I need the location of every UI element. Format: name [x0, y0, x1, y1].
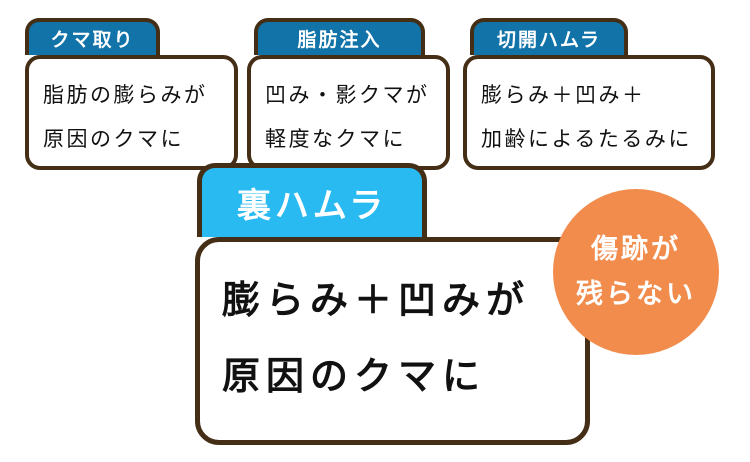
card-sekkai-hamura-line2: 加齢によるたるみに [481, 127, 692, 151]
no-scar-badge: 傷跡が 残らない [553, 189, 719, 355]
card-shibou-chunyu-tab: 脂肪注入 [254, 18, 425, 55]
no-scar-badge-line1: 傷跡が [591, 234, 681, 265]
card-kumatori-text: 脂肪の膨らみが 原因のクマに [29, 59, 234, 161]
card-sekkai-hamura-body: 膨らみ＋凹み＋ 加齢によるたるみに [463, 55, 715, 170]
card-shibou-chunyu-line2: 軽度なクマに [265, 127, 406, 151]
no-scar-badge-line2: 残らない [576, 279, 696, 310]
card-kumatori-tab: クマ取り [25, 18, 160, 55]
card-ura-hamura-line2: 原因のクマに [222, 354, 487, 398]
card-kumatori-body: 脂肪の膨らみが 原因のクマに [25, 55, 238, 170]
card-ura-hamura-body: 膨らみ＋凹みが 原因のクマに [195, 237, 590, 445]
card-sekkai-hamura-line1: 膨らみ＋凹み＋ [481, 83, 646, 107]
card-ura-hamura-tab: 裏ハムラ [197, 163, 427, 237]
card-kumatori-line2: 原因のクマに [43, 127, 184, 151]
card-shibou-chunyu-line1: 凹み・影クマが [265, 83, 430, 107]
card-sekkai-hamura-text: 膨らみ＋凹み＋ 加齢によるたるみに [467, 59, 711, 161]
card-kumatori-line1: 脂肪の膨らみが [43, 83, 208, 107]
card-shibou-chunyu-body: 凹み・影クマが 軽度なクマに [247, 55, 450, 170]
card-ura-hamura-line1: 膨らみ＋凹みが [222, 278, 531, 322]
card-shibou-chunyu-text: 凹み・影クマが 軽度なクマに [251, 59, 446, 161]
card-sekkai-hamura-tab: 切開ハムラ [470, 18, 628, 55]
card-ura-hamura-text: 膨らみ＋凹みが 原因のクマに [200, 242, 585, 414]
